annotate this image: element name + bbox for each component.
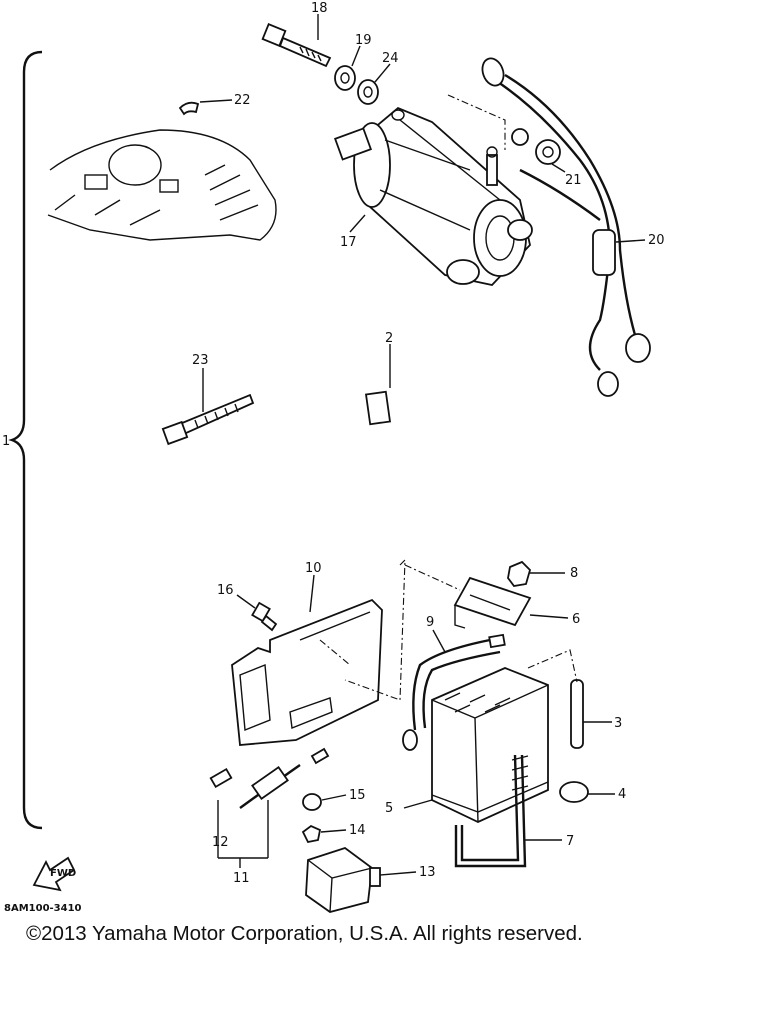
callout-10: 10 bbox=[305, 561, 322, 576]
callout-5: 5 bbox=[385, 801, 393, 816]
group-brace bbox=[8, 50, 43, 830]
washer-19 bbox=[334, 65, 356, 91]
callout-16: 16 bbox=[217, 583, 234, 598]
fwd-arrow-icon: FWD bbox=[32, 856, 76, 892]
battery-bracket-6 bbox=[453, 576, 532, 629]
callout-2: 2 bbox=[385, 331, 393, 346]
fitting-16 bbox=[251, 601, 278, 632]
label-2 bbox=[364, 390, 392, 426]
copyright-notice: ©2013 Yamaha Motor Corporation, U.S.A. A… bbox=[26, 922, 583, 945]
washer-24 bbox=[357, 79, 379, 105]
callout-18: 18 bbox=[311, 1, 328, 16]
callout-1: 1 bbox=[2, 434, 10, 449]
callout-24: 24 bbox=[382, 51, 399, 66]
relay-13 bbox=[305, 847, 381, 913]
battery-cover-10 bbox=[231, 598, 383, 746]
callout-17: 17 bbox=[340, 235, 357, 250]
battery-5 bbox=[431, 667, 549, 823]
clip-22 bbox=[178, 101, 200, 116]
breather-tube-3 bbox=[570, 679, 584, 749]
callout-13: 13 bbox=[419, 865, 436, 880]
callout-19: 19 bbox=[355, 33, 372, 48]
callout-22: 22 bbox=[234, 93, 251, 108]
battery-band-7 bbox=[454, 754, 529, 868]
callout-8: 8 bbox=[570, 566, 578, 581]
callout-20: 20 bbox=[648, 233, 665, 248]
callout-6: 6 bbox=[572, 612, 580, 627]
crankcase-outline bbox=[47, 129, 277, 241]
drawing-code: 8AM100-3410 bbox=[4, 903, 82, 914]
callout-12: 12 bbox=[212, 835, 229, 850]
cable-tie-23 bbox=[161, 393, 255, 446]
callout-4: 4 bbox=[618, 787, 626, 802]
callout-3: 3 bbox=[614, 716, 622, 731]
nut-8 bbox=[507, 560, 532, 587]
cap-4 bbox=[559, 781, 589, 803]
svg-text:FWD: FWD bbox=[50, 868, 76, 879]
battery-lead-9 bbox=[402, 633, 506, 751]
callout-21: 21 bbox=[565, 173, 582, 188]
callout-23: 23 bbox=[192, 353, 209, 368]
starter-motor bbox=[333, 106, 533, 286]
battery-cable-20 bbox=[481, 57, 651, 397]
nut-21 bbox=[535, 139, 561, 165]
fuse-holder-11 bbox=[209, 747, 330, 809]
fitting-15 bbox=[302, 793, 322, 811]
callout-15: 15 bbox=[349, 788, 366, 803]
bolt-18 bbox=[261, 23, 332, 68]
callout-14: 14 bbox=[349, 823, 366, 838]
callout-9: 9 bbox=[426, 615, 434, 630]
callout-7: 7 bbox=[566, 834, 574, 849]
fitting-14 bbox=[301, 824, 322, 844]
callout-11: 11 bbox=[233, 871, 250, 886]
